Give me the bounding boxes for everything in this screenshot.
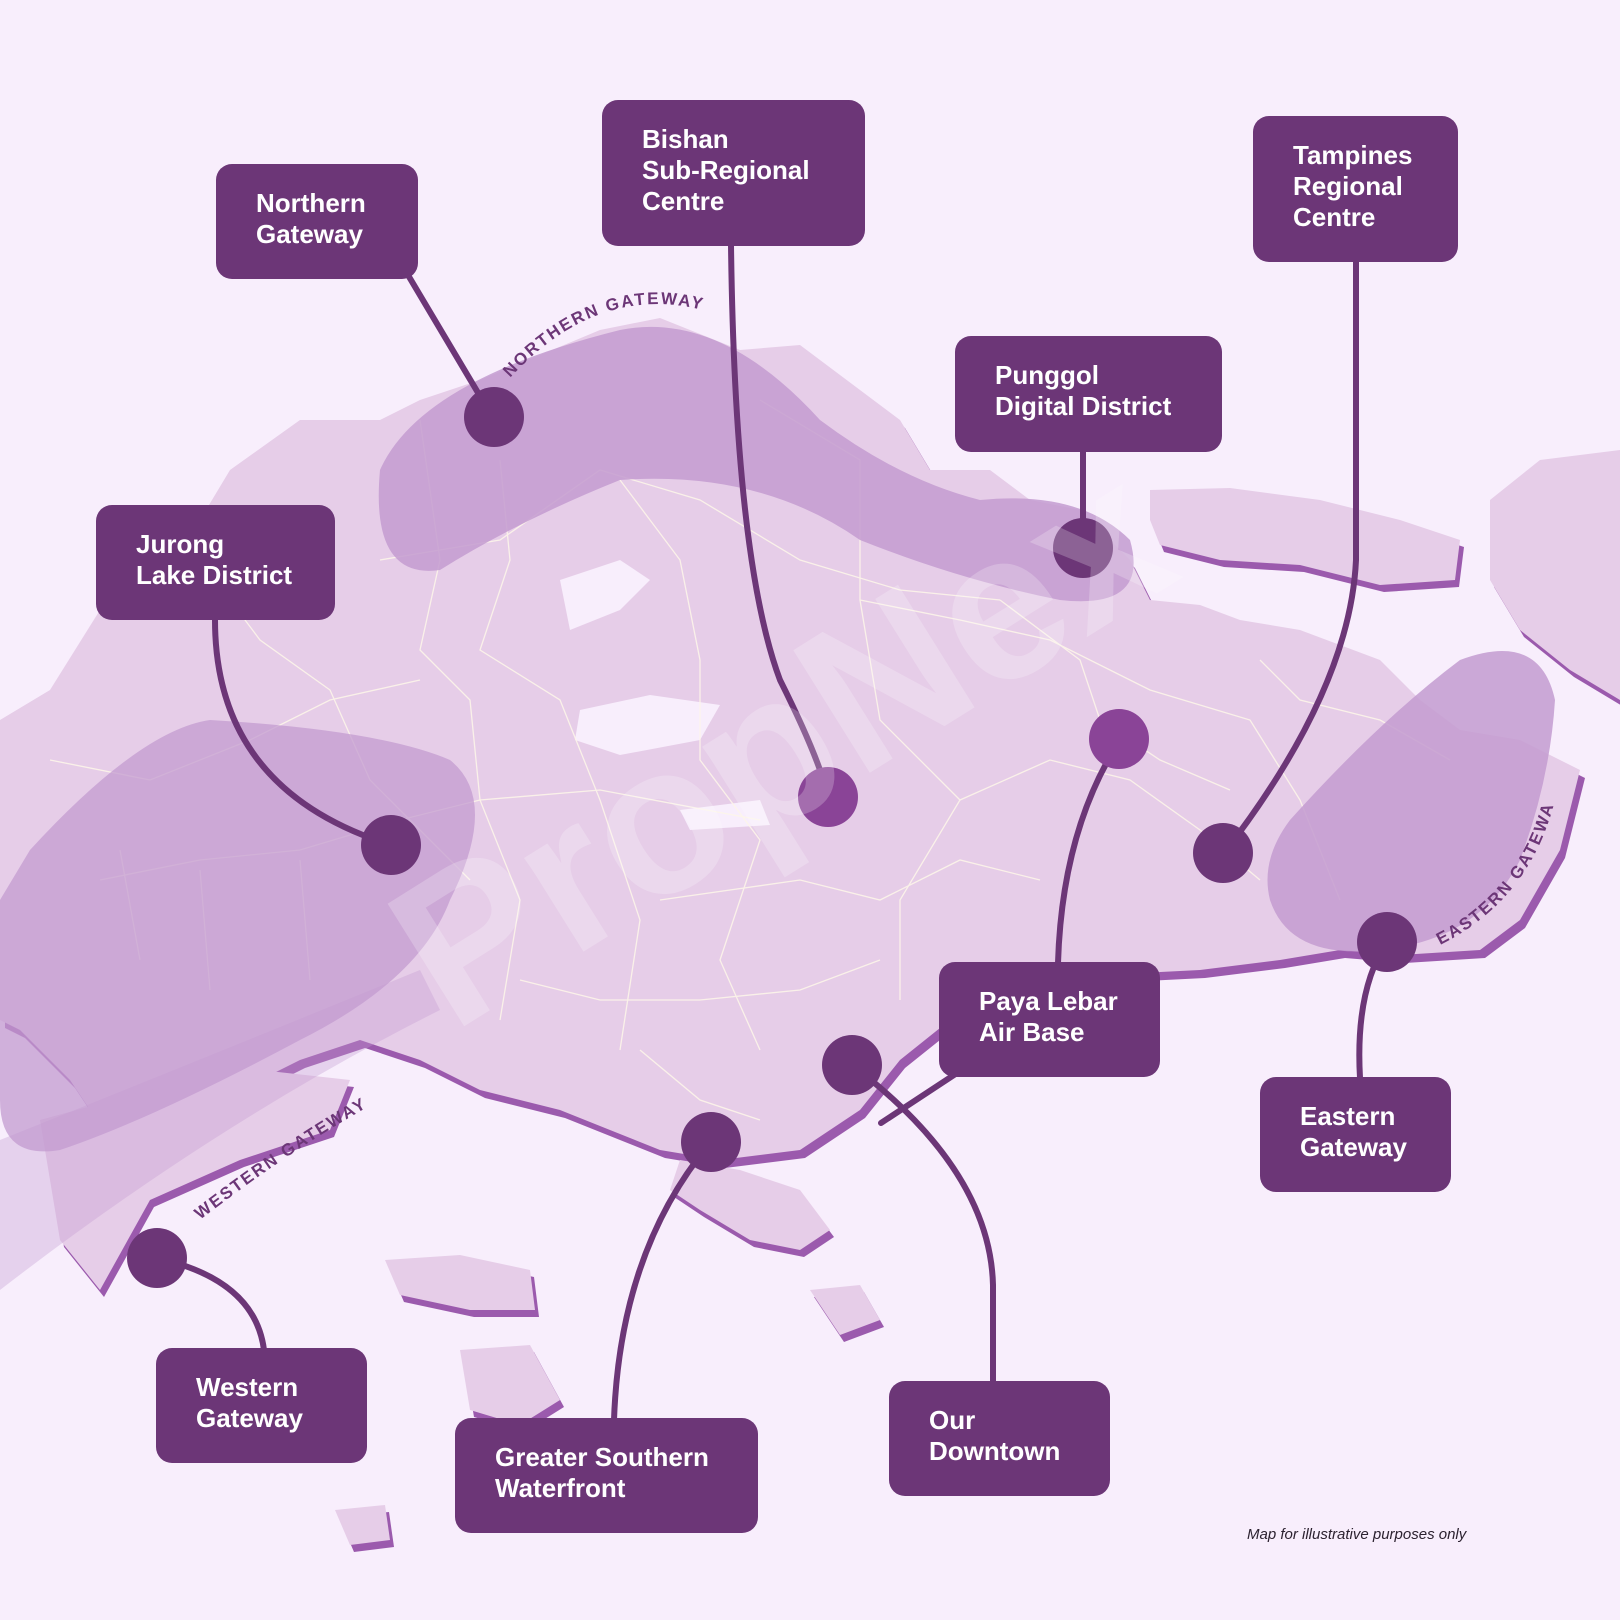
label-downtown[interactable]: Our Downtown [889,1381,1110,1496]
label-line: Gateway [196,1403,303,1433]
marker-tampines[interactable] [1193,823,1253,883]
marker-punggol[interactable] [1053,518,1113,578]
connector-tampines [1221,259,1359,856]
label-line: Regional [1293,171,1403,201]
label-line: Centre [642,186,725,216]
label-line: Waterfront [495,1473,626,1503]
connector-greater-southern [611,1139,714,1423]
label-line: Centre [1293,202,1376,232]
label-line: Tampines [1293,140,1413,170]
pulau-ubin [1150,488,1460,585]
label-northern-gateway[interactable]: Northern Gateway [216,164,418,279]
sentosa [670,1160,830,1250]
marker-western-gateway[interactable] [127,1228,187,1288]
label-line: Western [196,1372,299,1402]
marker-bishan[interactable] [798,767,858,827]
pulau-tekong [1490,450,1620,700]
marker-downtown[interactable] [822,1035,882,1095]
label-line: Eastern [1300,1101,1396,1131]
zone-eastern [1267,651,1555,952]
label-bishan[interactable]: Bishan Sub-Regional Centre [602,100,865,246]
reservoir-central [575,695,720,755]
label-tampines[interactable]: Tampines Regional Centre [1253,116,1458,262]
label-line: Air Base [979,1017,1085,1047]
south-island-a [385,1255,535,1310]
connector-bishan [728,242,831,800]
label-jurong[interactable]: Jurong Lake District [96,505,335,620]
zone-western-band [0,970,440,1290]
label-line: Sub-Regional [642,155,810,185]
marker-paya-lebar[interactable] [1089,709,1149,769]
label-line: Digital District [995,391,1172,421]
label-greater-southern[interactable]: Greater Southern Waterfront [455,1418,758,1533]
label-line: Our [929,1405,976,1435]
south-island-c [335,1505,390,1545]
label-punggol[interactable]: Punggol Digital District [955,336,1222,452]
marker-greater-southern[interactable] [681,1112,741,1172]
label-line: Greater Southern [495,1442,709,1472]
label-line: Paya Lebar [979,986,1118,1016]
south-island-d [810,1285,880,1335]
marker-northern-gateway[interactable] [464,387,524,447]
label-eastern-gateway[interactable]: Eastern Gateway [1260,1077,1451,1192]
markers [127,387,1417,1288]
connector-downtown [849,1062,996,1386]
reservoir-north [560,560,650,630]
south-island-b [460,1345,560,1425]
label-paya-lebar[interactable]: Paya Lebar Air Base [939,962,1160,1077]
label-line: Lake District [136,560,293,590]
label-line: Downtown [929,1436,1061,1466]
label-line: Gateway [256,219,363,249]
label-line: Punggol [995,360,1099,390]
connector-jurong [212,617,394,848]
label-line: Northern [256,188,366,218]
label-line: Gateway [1300,1132,1407,1162]
label-western-gateway[interactable]: Western Gateway [156,1348,367,1463]
marker-jurong[interactable] [361,815,421,875]
zone-western [0,720,475,1152]
connector-paya-lebar-tail [878,1070,960,1126]
disclaimer: Map for illustrative purposes only [1247,1526,1467,1543]
zone-northern [378,326,1134,602]
connector-lines [154,242,1390,1423]
marker-eastern-gateway[interactable] [1357,912,1417,972]
label-line: Jurong [136,529,225,559]
label-line: Bishan [642,124,729,154]
